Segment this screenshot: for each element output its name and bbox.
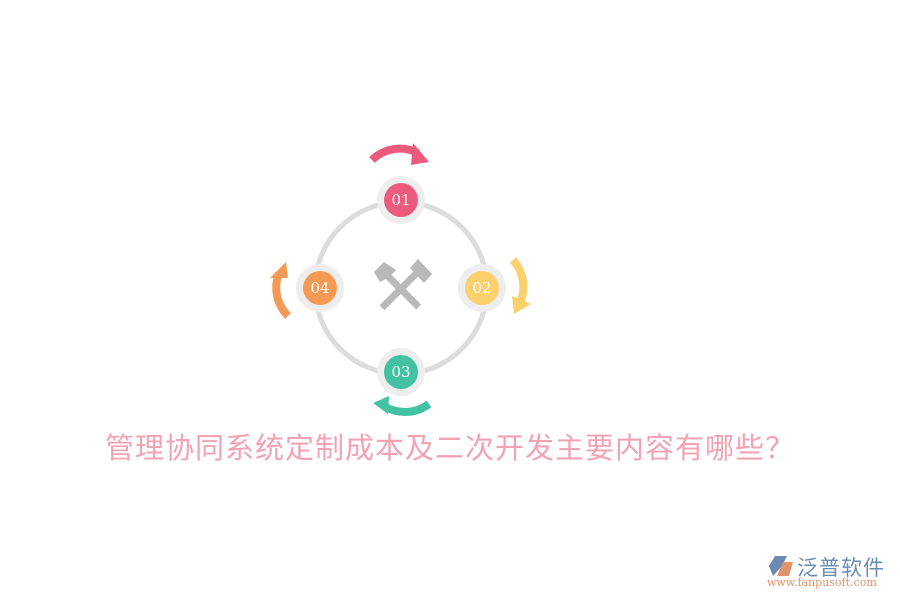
arrow-step1-icon <box>369 143 429 165</box>
logo-name: 泛普软件 <box>797 556 885 580</box>
step-node-04: 04 <box>296 264 344 312</box>
step-label-03: 03 <box>384 355 418 389</box>
logo-url: www.fanpusoft.com <box>767 576 877 589</box>
step-label-04: 04 <box>303 271 337 305</box>
arrow-step4-icon <box>270 262 291 319</box>
brand-logo: 泛普软件 www.fanpusoft.com <box>765 552 895 592</box>
step-label-01: 01 <box>384 183 418 217</box>
arrow-step3-icon <box>373 396 432 416</box>
step-node-03: 03 <box>377 348 425 396</box>
fanpu-logo-icon <box>769 556 793 576</box>
step-node-02: 02 <box>458 264 506 312</box>
page-title: 管理协同系统定制成本及二次开发主要内容有哪些？ <box>104 431 795 465</box>
step-node-01: 01 <box>377 176 425 224</box>
arrow-step2-icon <box>509 257 531 314</box>
step-label-02: 02 <box>465 271 499 305</box>
crossed-hammers-icon <box>374 259 432 311</box>
